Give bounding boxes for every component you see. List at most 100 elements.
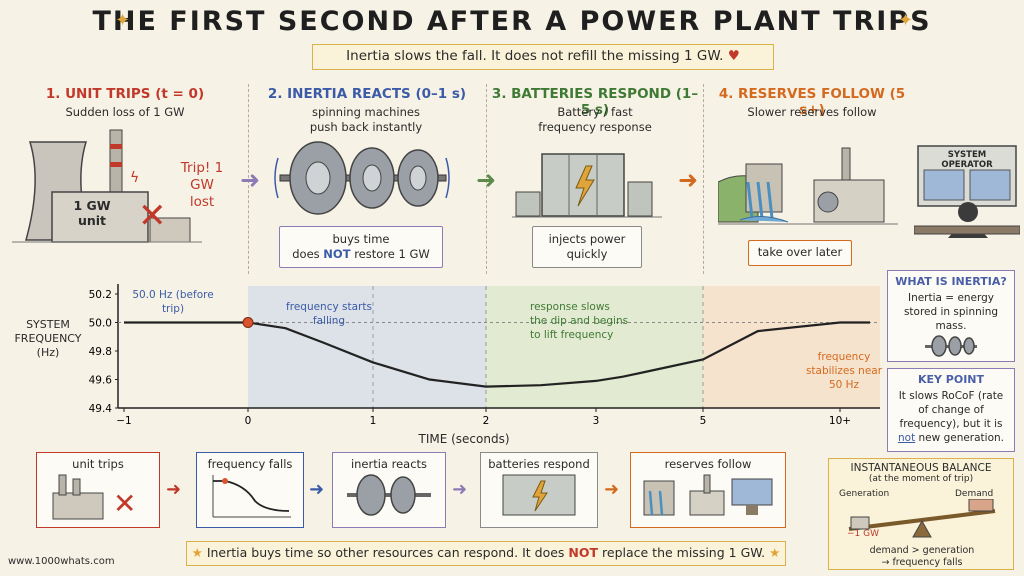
x-tick-label: 5 (700, 415, 707, 427)
star-icon: ★ (191, 545, 203, 560)
reserves-card: take over later (748, 240, 852, 266)
stage-4-title: 4. RESERVES FOLLOW (5 s+) (718, 86, 906, 118)
y-tick-label: 49.4 (89, 403, 113, 415)
power-plant-illustration (12, 129, 202, 243)
operator-label: SYSTEM OPERATOR (941, 150, 993, 170)
flywheel-illustration (274, 141, 450, 215)
annotation-falling: frequency starts falling (286, 301, 372, 327)
inertia-card-rest: restore 1 GW (354, 247, 430, 261)
y-tick-label: 50.0 (89, 318, 112, 330)
frequency-chart: 50.2 50.0 49.8 49.6 49.4−1 0 1 2 3 5 10+ (89, 284, 880, 427)
bottom-step-label: batteries respond (488, 457, 590, 471)
balance-generation-label: Generation (839, 489, 890, 499)
reserves-illustration (718, 147, 898, 225)
key-point-text: It slows RoCoF (rate of change of freque… (898, 390, 1004, 430)
footer-text-1: Inertia buys time so other resources can… (206, 545, 565, 560)
bottom-step-frequency-falls: frequency falls (196, 452, 304, 528)
balance-demand-label: Demand (955, 489, 994, 499)
subtitle-text: Inertia slows the fall. It does not refi… (346, 48, 724, 64)
divider (248, 84, 249, 274)
battery-card: injects power quickly (532, 226, 642, 268)
y-tick-label: 50.2 (89, 289, 112, 301)
inertia-card-does: does (292, 247, 320, 261)
reserves-icon (643, 474, 773, 516)
key-point-title: KEY POINT (917, 373, 985, 386)
stage-4-sub: Slower reserves follow (747, 105, 877, 119)
heart-icon: ♥ (727, 48, 740, 64)
factory-icon: ✕ (52, 474, 136, 520)
bottom-step-batteries: batteries respond (480, 452, 598, 528)
operator-illustration (914, 145, 1020, 238)
footer-text-2: replace the missing 1 GW. (602, 545, 766, 560)
key-point-body: It slows RoCoF (rate of change of freque… (888, 387, 1014, 447)
balance-caption-2: → frequency falls (881, 557, 963, 568)
divider (703, 84, 704, 274)
right-arrow-icon: ➜ (604, 479, 620, 500)
unit-label: 1 GW unit (73, 198, 111, 228)
x-tick-label: 0 (245, 415, 252, 427)
flywheel-icon (347, 474, 431, 516)
x-tick-label: 3 (593, 415, 600, 427)
frequency-line (124, 321, 870, 388)
x-axis-label: TIME (seconds) (418, 432, 510, 446)
trip-label: Trip! 1 GW lost (180, 160, 224, 210)
phase-band-batteries (486, 286, 703, 408)
svg-text:✕: ✕ (113, 487, 136, 520)
battery-illustration (512, 153, 662, 218)
balance-title: INSTANTANEOUS BALANCE (850, 462, 992, 474)
stage-1-sub: Sudden loss of 1 GW (65, 105, 185, 119)
stage-1-title: 1. UNIT TRIPS (t = 0) (45, 86, 205, 102)
star-icon: ★ (769, 545, 781, 560)
footer-not: NOT (568, 545, 599, 560)
sparkle-icon: ✦ (115, 10, 131, 31)
divider (486, 84, 487, 274)
stage-2-title: 2. INERTIA REACTS (0–1 s) (267, 86, 467, 102)
x-tick-label: −1 (116, 415, 131, 427)
x-tick-label: 1 (370, 415, 377, 427)
battery-icon (502, 474, 576, 516)
x-tick-label: 10+ (829, 415, 851, 427)
bottom-step-unit-trips: unit trips ✕ (36, 452, 160, 528)
inertia-card-line1: buys time (332, 232, 390, 246)
bottom-step-label: inertia reacts (350, 457, 428, 471)
phase-band-inertia (248, 286, 486, 408)
stage-2-sub: spinning machines push back instantly (309, 105, 423, 134)
close-icon: ✕ (138, 196, 167, 236)
key-point-text-2: new generation. (918, 432, 1005, 444)
footer-banner: ★ Inertia buys time so other resources c… (186, 541, 786, 566)
what-is-inertia-box: WHAT IS INERTIA? Inertia = energy stored… (887, 270, 1015, 362)
y-tick-label: 49.8 (89, 346, 112, 358)
page-title: THE FIRST SECOND AFTER A POWER PLANT TRI… (92, 6, 932, 37)
lightning-icon: ϟ (130, 170, 140, 186)
right-arrow-icon: ➜ (452, 479, 468, 500)
inertia-card-line2: does NOT restore 1 GW (280, 247, 442, 262)
bottom-step-inertia-reacts: inertia reacts (332, 452, 446, 528)
sparkle-icon: ✦ (898, 10, 914, 31)
stage-3-title: 3. BATTERIES RESPOND (1–5 s) (491, 86, 699, 118)
what-is-inertia-body: Inertia = energy stored in spinning mass… (903, 292, 999, 332)
flywheel-icon (925, 335, 977, 357)
right-arrow-icon: ➜ (309, 479, 325, 500)
balance-minus-label: −1 GW (847, 529, 880, 539)
balance-sub: (at the moment of trip) (868, 474, 974, 484)
bottom-step-label: unit trips (72, 457, 124, 471)
bottom-step-label: frequency falls (207, 457, 293, 471)
falling-curve-icon (212, 475, 291, 518)
trip-point (242, 317, 254, 328)
y-axis-label: SYSTEM FREQUENCY (Hz) (14, 318, 82, 359)
balance-box: INSTANTANEOUS BALANCE (at the moment of … (828, 458, 1014, 570)
x-tick-label: 2 (483, 415, 490, 427)
seesaw-icon (848, 499, 996, 538)
right-arrow-icon: ➜ (678, 166, 699, 194)
right-arrow-icon: ➜ (476, 166, 497, 194)
what-is-inertia-title: WHAT IS INERTIA? (895, 275, 1007, 288)
inertia-card: buys time does NOT restore 1 GW (279, 226, 443, 268)
bottom-step-label: reserves follow (664, 457, 752, 471)
key-point-box: KEY POINT It slows RoCoF (rate of change… (887, 368, 1015, 452)
right-arrow-icon: ➜ (166, 479, 182, 500)
y-tick-label: 49.6 (89, 375, 113, 387)
annotation-stabilizes: frequency stabilizes near 50 Hz (805, 351, 883, 391)
key-point-not: not (897, 432, 916, 444)
website-link[interactable]: www.1000whats.com (8, 556, 115, 567)
annotation-before-trip: 50.0 Hz (before trip) (132, 289, 214, 315)
